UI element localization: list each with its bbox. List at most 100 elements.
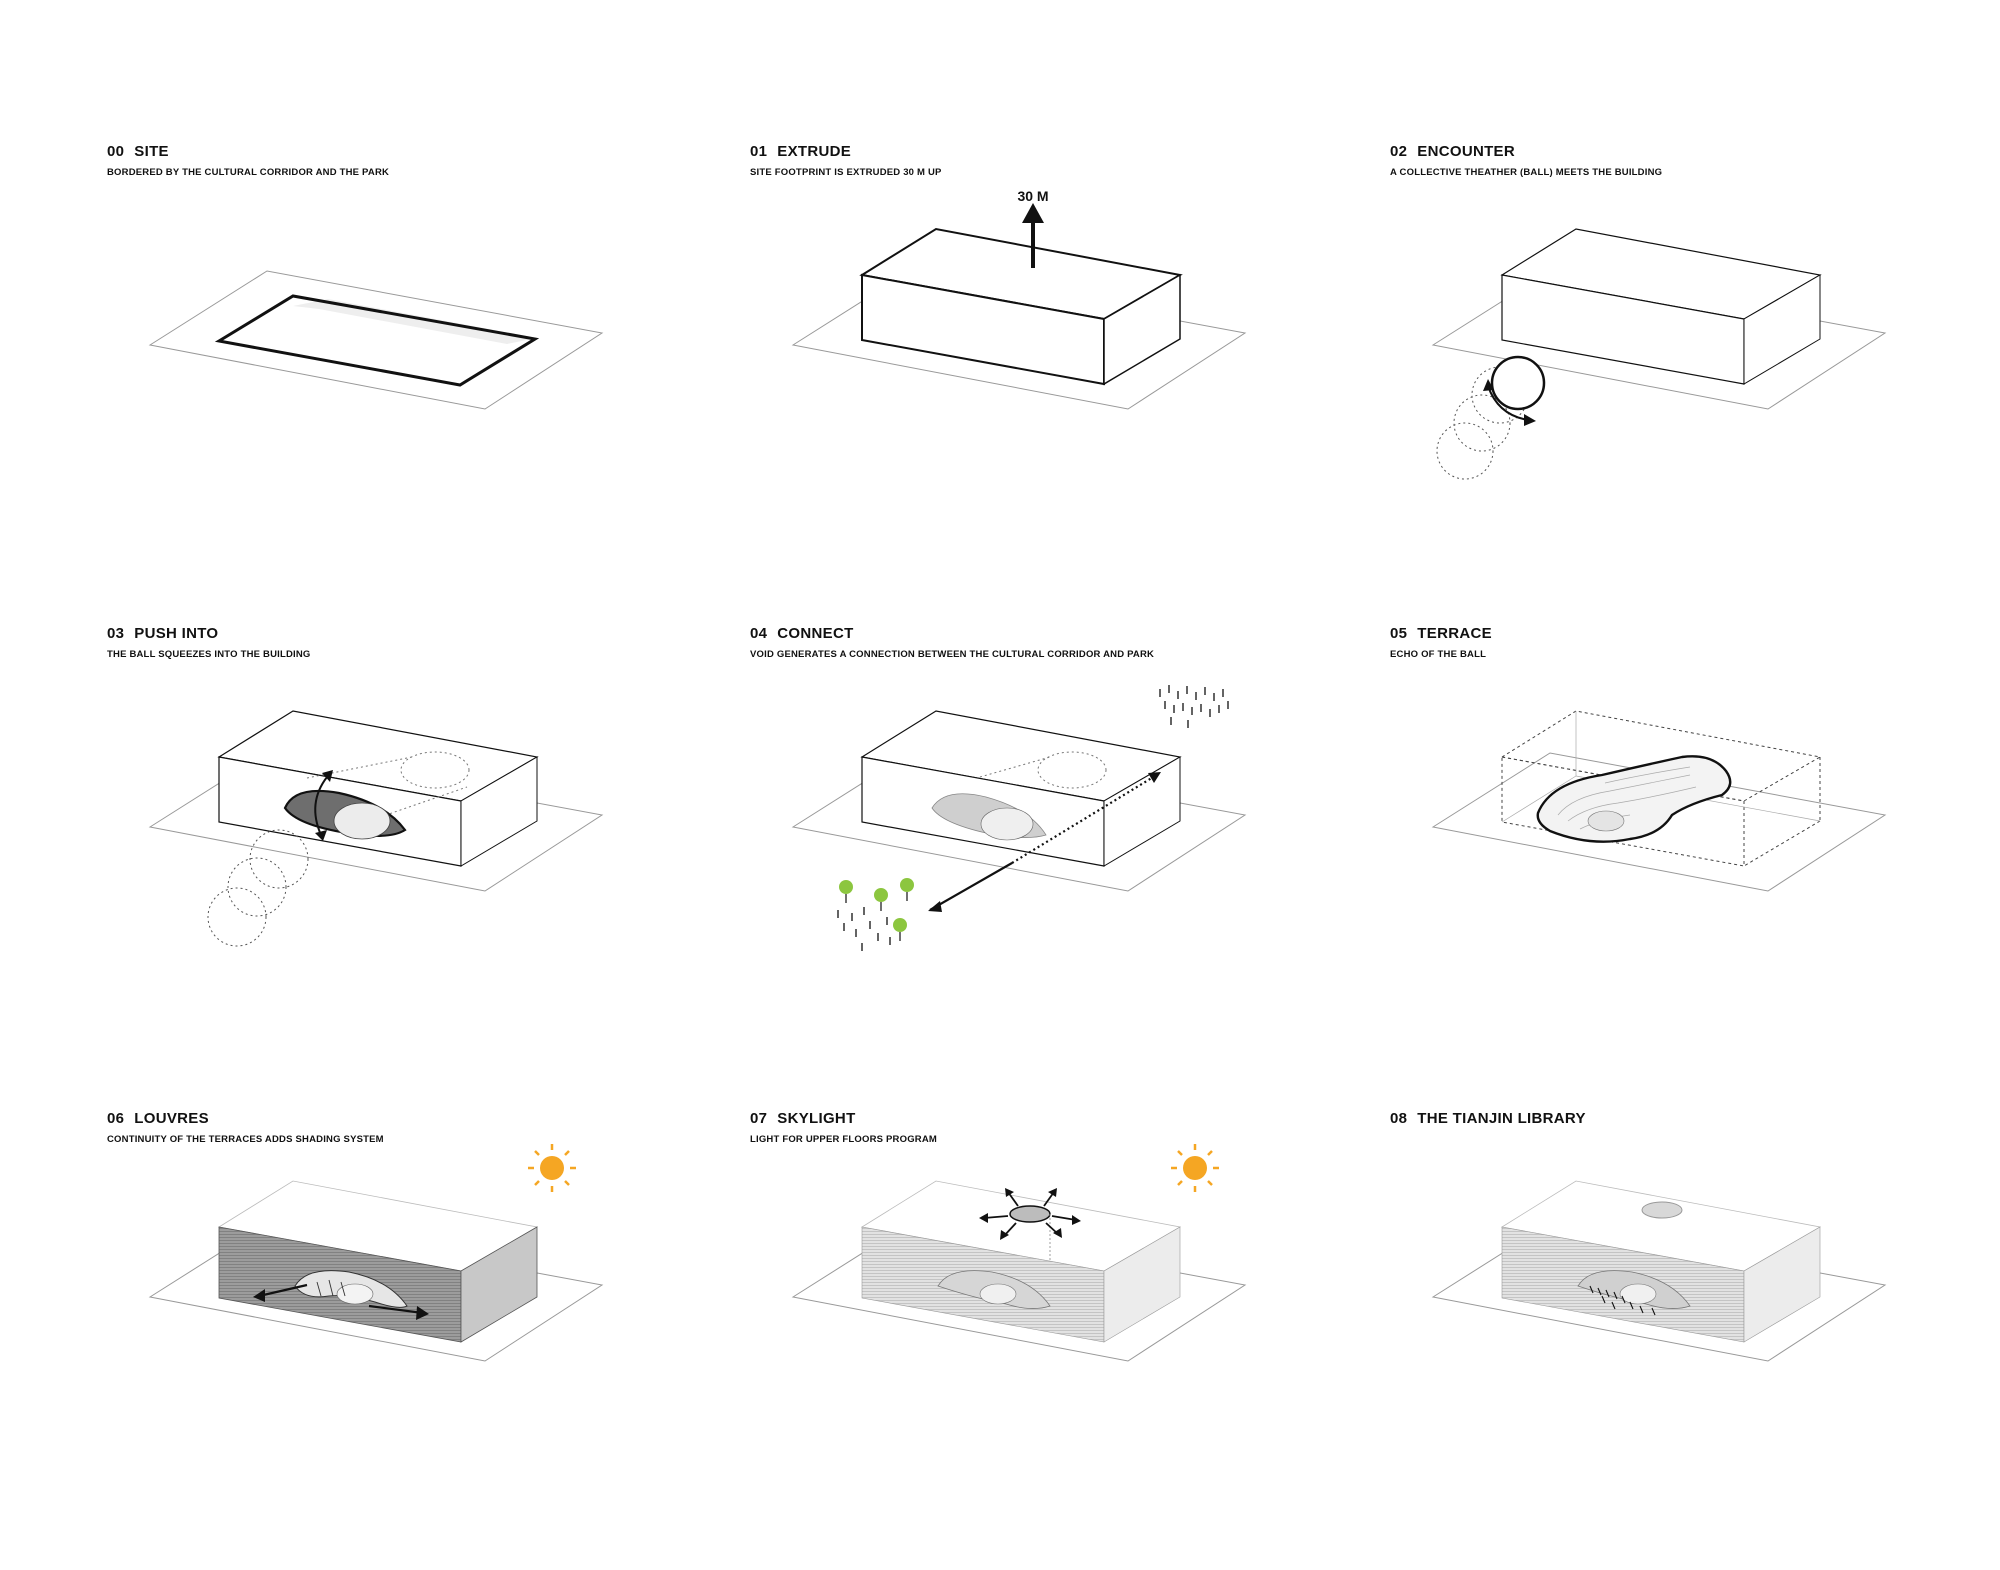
ball: [1490, 355, 1546, 411]
block-side: [1103, 756, 1181, 867]
ball-in-void: [336, 1283, 374, 1305]
ball-trace: [249, 829, 309, 889]
people-icon-group: [1159, 685, 1229, 728]
panel-00-site: 00 SITE BORDERED BY THE CULTURAL CORRIDOR…: [107, 143, 727, 603]
terrace-contours: [1557, 766, 1697, 830]
park-arrowhead: [928, 901, 942, 912]
step-number: 07: [750, 1110, 768, 1127]
ball-in-void: [1619, 1283, 1657, 1305]
step-number: 04: [750, 625, 768, 642]
tree-icon: [874, 888, 888, 902]
panel-04-connect: 04 CONNECT VOID GENERATES A CONNECTION BE…: [750, 625, 1370, 1085]
ball-trace: [207, 887, 267, 947]
step-title: SITE: [134, 143, 169, 160]
ground-plane: [148, 270, 604, 410]
encounter-diagram: [1431, 228, 1887, 480]
skylight-ray-arrowheads: [979, 1188, 1081, 1240]
panel-title: 07 SKYLIGHT: [750, 1110, 856, 1127]
library-diagram: [1431, 1180, 1887, 1362]
panel-title: 00 SITE: [107, 143, 169, 160]
ground-plane: [1431, 752, 1887, 892]
rotation-arrow: [1487, 385, 1529, 421]
skylight-diagram: [791, 1144, 1247, 1362]
panel-title: 05 TERRACE: [1390, 625, 1492, 642]
block-side-louvres: [460, 1226, 538, 1343]
shading-arrow-left: [258, 1283, 308, 1298]
corridor-arrowhead: [1148, 772, 1161, 783]
void-trace: [979, 756, 1051, 778]
extrude-arrowhead: [1022, 203, 1044, 223]
skylight-opening: [1641, 1201, 1683, 1219]
tree-icon: [893, 918, 907, 932]
panel-02-encounter: 02 ENCOUNTER A COLLECTIVE THEATHER (BALL)…: [1390, 143, 2000, 603]
people-icon-group: [1589, 1285, 1656, 1316]
panel-subtitle: BORDERED BY THE CULTURAL CORRIDOR AND TH…: [107, 167, 390, 178]
panel-subtitle: A COLLECTIVE THEATHER (BALL) MEETS THE B…: [1390, 167, 1663, 178]
site-footprint-shadow: [293, 299, 537, 344]
step-number: 01: [750, 143, 768, 160]
panel-subtitle: LIGHT FOR UPPER FLOORS PROGRAM: [750, 1134, 938, 1145]
ball-trace: [227, 857, 287, 917]
step-title: TERRACE: [1417, 625, 1492, 642]
step-number: 05: [1390, 625, 1408, 642]
louvres-diagram: [148, 1144, 604, 1362]
panel-05-terrace: 05 TERRACE ECHO OF THE BALL: [1390, 625, 2000, 1085]
ball-in-void: [333, 802, 391, 840]
panel-subtitle: ECHO OF THE BALL: [1390, 649, 1487, 660]
ball-in-void: [980, 807, 1034, 841]
rotation-arrowhead: [1524, 414, 1536, 426]
block-side: [1103, 273, 1181, 386]
panel-title: 02 ENCOUNTER: [1390, 143, 1515, 160]
ball-trace: [1453, 394, 1511, 452]
step-number: 08: [1390, 1110, 1408, 1127]
step-number: 00: [107, 143, 125, 160]
push-arrow: [314, 776, 328, 836]
panel-01-extrude: 01 EXTRUDE SITE FOOTPRINT IS EXTRUDED 30 …: [750, 143, 1370, 603]
push-arrowhead: [322, 770, 333, 782]
terrace-shape: [1536, 755, 1732, 843]
void-trace: [400, 751, 470, 789]
ball-trace: [1436, 422, 1494, 480]
tree-icon: [839, 880, 853, 894]
step-number: 03: [107, 625, 125, 642]
ball-in-void: [1587, 810, 1625, 832]
light-ray-arrows: [316, 1279, 346, 1297]
height-label: 30 M: [1017, 188, 1048, 204]
skylight-opening: [1009, 1205, 1051, 1223]
panel-title: 04 CONNECT: [750, 625, 854, 642]
block-side-louvres: [1103, 1226, 1181, 1343]
void-trace: [356, 786, 468, 826]
site-diagram: [148, 270, 604, 410]
connection-line-park: [929, 862, 1013, 911]
site-footprint: [214, 294, 540, 387]
block-side-louvres: [1743, 1226, 1821, 1343]
step-title: ENCOUNTER: [1417, 143, 1515, 160]
tree-icon-group: [837, 878, 914, 951]
sun-icon: [528, 1144, 576, 1192]
block-side: [1743, 274, 1821, 385]
step-title: LOUVRES: [134, 1110, 209, 1127]
push-arrowhead: [315, 830, 327, 841]
panel-subtitle: SITE FOOTPRINT IS EXTRUDED 30 M UP: [750, 167, 942, 178]
step-title: EXTRUDE: [777, 143, 852, 160]
panel-subtitle: CONTINUITY OF THE TERRACES ADDS SHADING …: [107, 1134, 384, 1145]
panel-title: 01 EXTRUDE: [750, 143, 851, 160]
shading-arrowhead: [253, 1289, 265, 1302]
shading-arrowhead: [416, 1306, 429, 1320]
panel-subtitle: VOID GENERATES A CONNECTION BETWEEN THE …: [750, 649, 1155, 660]
block-side: [460, 756, 538, 867]
step-title: SKYLIGHT: [777, 1110, 856, 1127]
connect-diagram: [791, 685, 1247, 951]
void-trace: [1037, 751, 1107, 789]
tree-icon: [900, 878, 914, 892]
shading-arrow-right: [368, 1304, 424, 1315]
step-title: CONNECT: [777, 625, 854, 642]
step-number: 02: [1390, 143, 1408, 160]
rotation-arrowhead: [1483, 379, 1494, 391]
panel-subtitle: THE BALL SQUEEZES INTO THE BUILDING: [107, 649, 311, 660]
